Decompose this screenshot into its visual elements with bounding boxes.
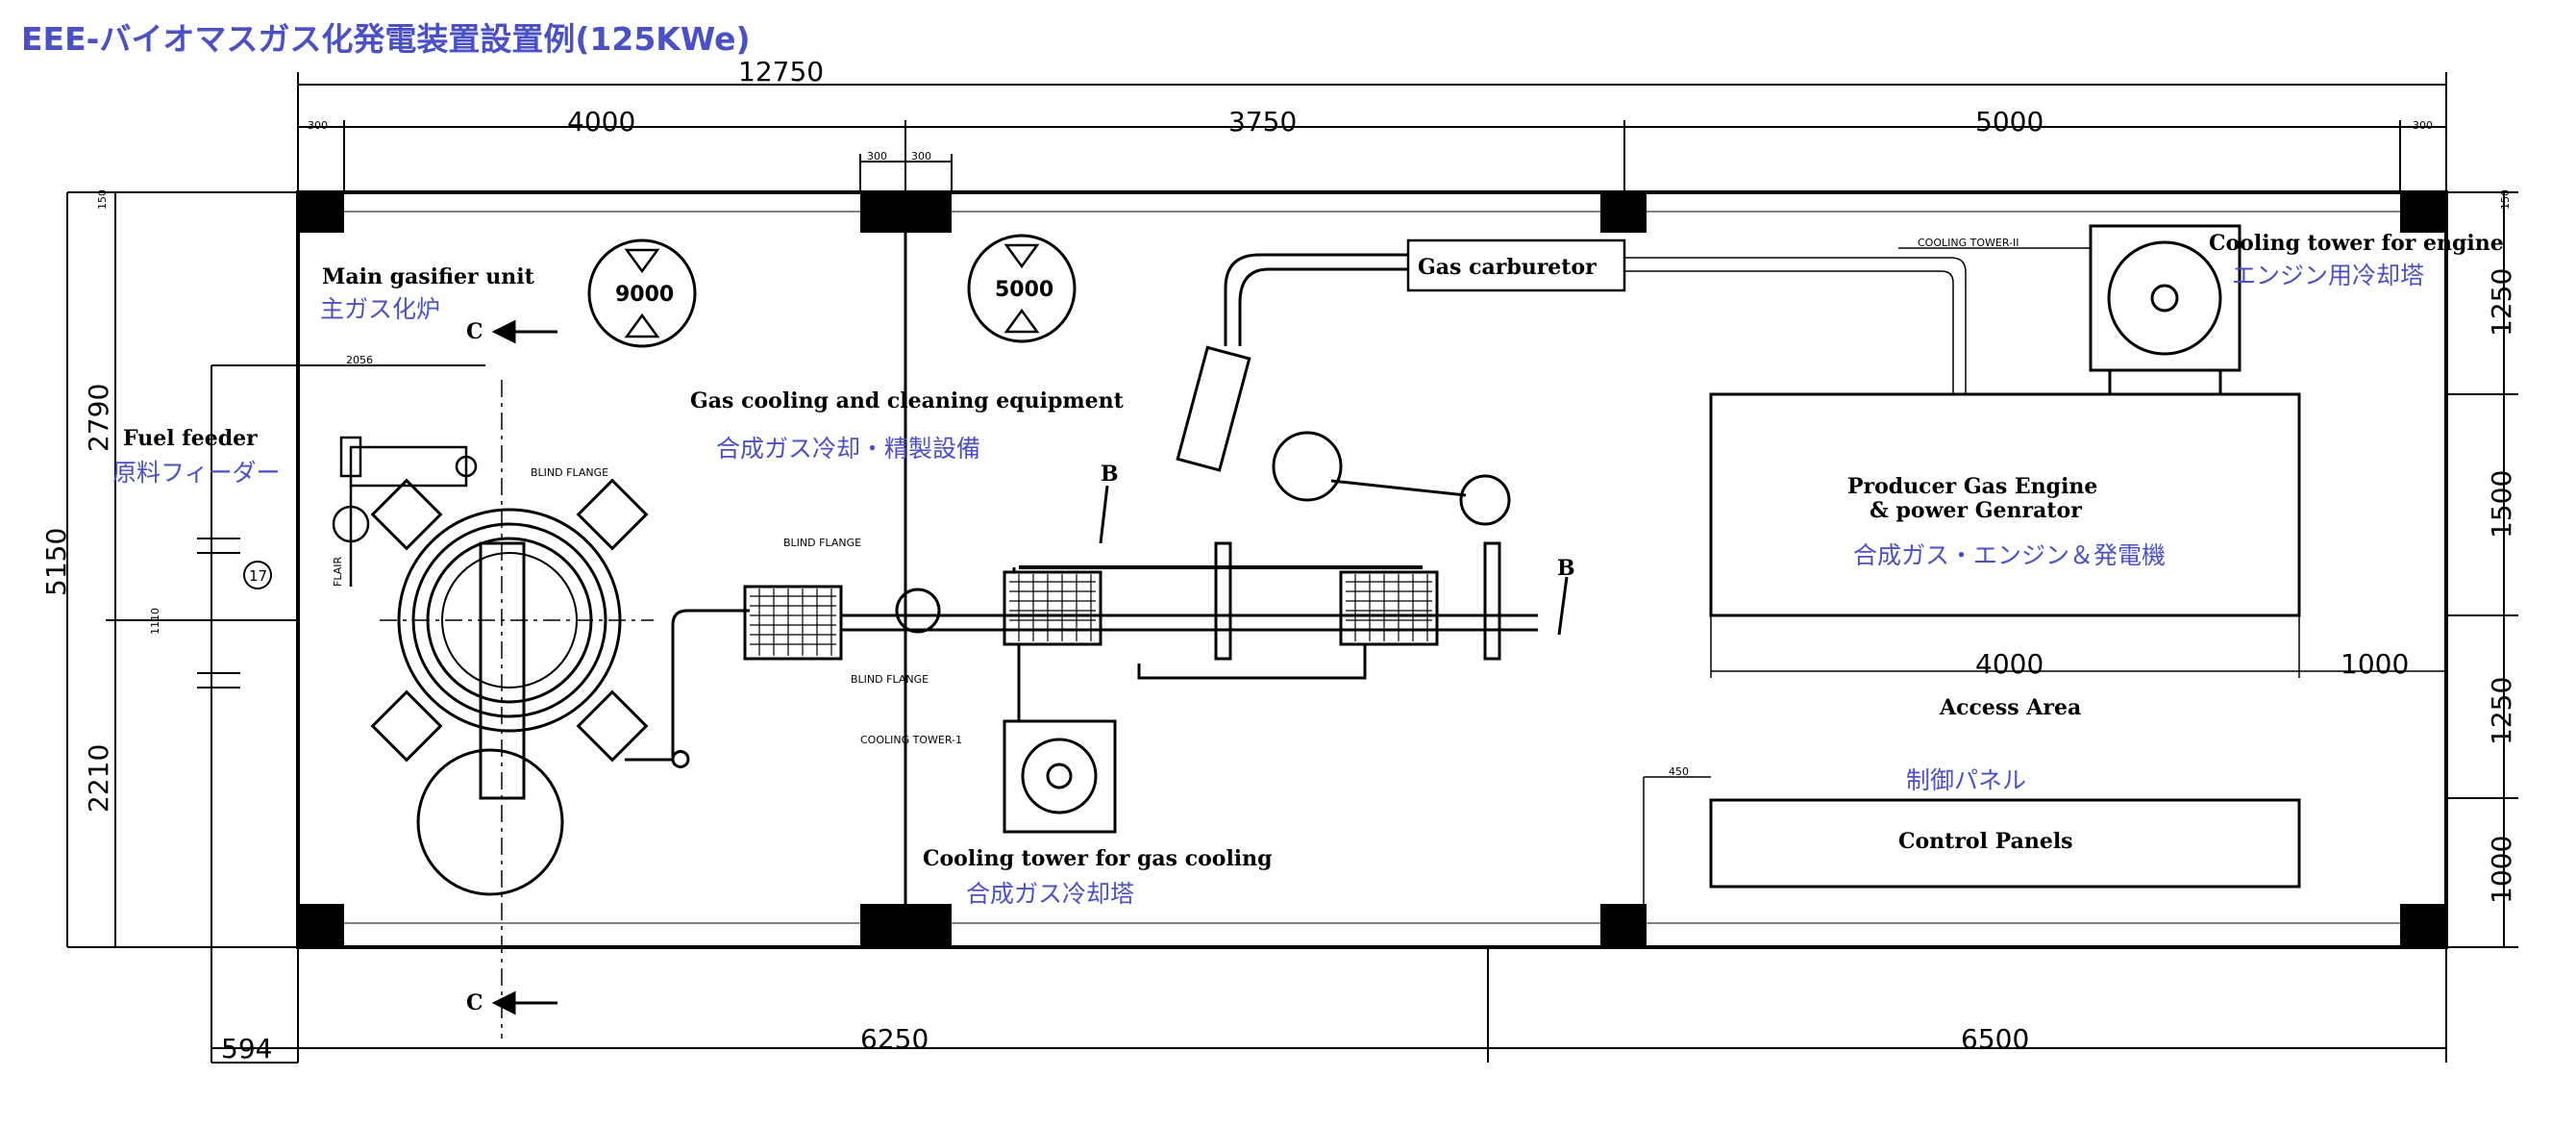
control-panels-box bbox=[1643, 776, 2301, 923]
dim-right-1: 1250 bbox=[2486, 268, 2517, 337]
main-gasifier-label-jp: 主ガス化炉 bbox=[320, 295, 440, 323]
dim-panel-offset: 450 bbox=[1669, 765, 1689, 778]
dim-right-2: 1500 bbox=[2486, 470, 2517, 538]
fuel-feeder-label-jp: 原料フィーダー bbox=[112, 459, 281, 487]
dim-col2: 3750 bbox=[1228, 106, 1297, 138]
dim-feeder-v: 1110 bbox=[149, 608, 161, 635]
section-b-markers bbox=[1099, 485, 1569, 636]
drawing-title: EEE-バイオマスガス化発電装置設置例(125KWe) bbox=[21, 20, 751, 58]
heat-exchanger-hatching bbox=[750, 574, 1432, 656]
bottom-dimension-lines bbox=[211, 947, 2447, 1064]
dim-engine-gap: 1000 bbox=[2341, 648, 2409, 680]
cooling-tower-2-label: COOLING TOWER-II bbox=[1918, 237, 2019, 249]
top-dimension-lines bbox=[297, 72, 2447, 192]
dim-right-top: 150 bbox=[2499, 189, 2512, 210]
dim-bottom-1: 6250 bbox=[860, 1023, 929, 1055]
dim-post-1: 300 bbox=[867, 150, 887, 163]
dim-col3: 5000 bbox=[1975, 106, 2043, 138]
tank-marker-9000 bbox=[587, 238, 697, 348]
tank-label-9000: 9000 bbox=[615, 283, 674, 307]
cooling-engine-label: Cooling tower for engine bbox=[2209, 231, 2504, 256]
gasifier-drawing bbox=[370, 380, 750, 1039]
flair-label: FLAIR bbox=[332, 557, 344, 587]
dim-left-down: 2210 bbox=[83, 744, 114, 813]
engine-label-line2: & power Genrator bbox=[1870, 498, 2082, 523]
tank-marker-5000 bbox=[967, 234, 1077, 343]
fuel-feeder-label: Fuel feeder bbox=[123, 426, 258, 451]
section-b-top: B bbox=[1101, 462, 1119, 487]
gas-cooling-label: Gas cooling and cleaning equipment bbox=[690, 388, 1125, 413]
dim-bottom-2: 6500 bbox=[1961, 1023, 2029, 1055]
callout-17: 17 bbox=[249, 567, 267, 585]
cooling-gas-label-jp: 合成ガス冷却塔 bbox=[966, 880, 1134, 908]
gas-cooling-label-jp: 合成ガス冷却・精製設備 bbox=[716, 435, 980, 463]
gas-carburetor-drawing bbox=[1406, 238, 2091, 394]
main-gasifier-label: Main gasifier unit bbox=[322, 264, 535, 289]
dim-bottom-offset: 594 bbox=[221, 1033, 272, 1064]
access-area-label: Access Area bbox=[1939, 695, 2081, 720]
tank-label-5000: 5000 bbox=[995, 278, 1053, 302]
engine-label-jp: 合成ガス・エンジン＆発電機 bbox=[1853, 541, 2166, 569]
dim-overall: 12750 bbox=[738, 56, 824, 88]
dim-left-up: 2790 bbox=[83, 384, 114, 452]
control-panels-label: Control Panels bbox=[1898, 829, 2073, 854]
dim-feeder-small: 2056 bbox=[346, 354, 373, 366]
dim-height: 5150 bbox=[40, 528, 72, 596]
cooling-gas-label: Cooling tower for gas cooling bbox=[923, 846, 1273, 871]
dim-right-3: 1250 bbox=[2486, 677, 2517, 745]
structural-posts bbox=[298, 192, 2446, 947]
blind-flange-label-2: BLIND FLANGE bbox=[783, 537, 861, 549]
dim-top-edge: 150 bbox=[96, 189, 109, 210]
dim-edge-left: 300 bbox=[308, 119, 328, 132]
right-dimension-lines bbox=[2446, 191, 2518, 948]
engine-box bbox=[1709, 392, 2446, 678]
control-panels-label-jp: 制御パネル bbox=[1906, 766, 2026, 794]
gas-carburetor-label: Gas carburetor bbox=[1418, 255, 1597, 280]
fuel-feeder-drawing bbox=[197, 436, 478, 689]
engine-label-line1: Producer Gas Engine bbox=[1847, 474, 2097, 499]
cooling-tower-1-label: COOLING TOWER-1 bbox=[860, 734, 962, 746]
building-outline bbox=[296, 190, 2448, 949]
dim-post-2: 300 bbox=[911, 150, 931, 163]
engine-cooling-tower-drawing bbox=[2089, 224, 2242, 394]
left-dimension-lines bbox=[66, 191, 485, 1063]
dim-col1: 4000 bbox=[567, 106, 635, 138]
section-c-markers bbox=[491, 319, 557, 1015]
blind-flange-label-3: BLIND FLANGE bbox=[851, 673, 929, 686]
cooling-engine-label-jp: エンジン用冷却塔 bbox=[2232, 262, 2424, 289]
section-c-top: C bbox=[466, 319, 483, 344]
section-b-right: B bbox=[1557, 556, 1575, 581]
section-c-bottom: C bbox=[466, 990, 483, 1015]
dim-engine-width: 4000 bbox=[1975, 648, 2043, 680]
dim-right-4: 1000 bbox=[2486, 836, 2517, 904]
dim-edge-right: 300 bbox=[2413, 119, 2433, 132]
blind-flange-label-1: BLIND FLANGE bbox=[531, 466, 608, 479]
